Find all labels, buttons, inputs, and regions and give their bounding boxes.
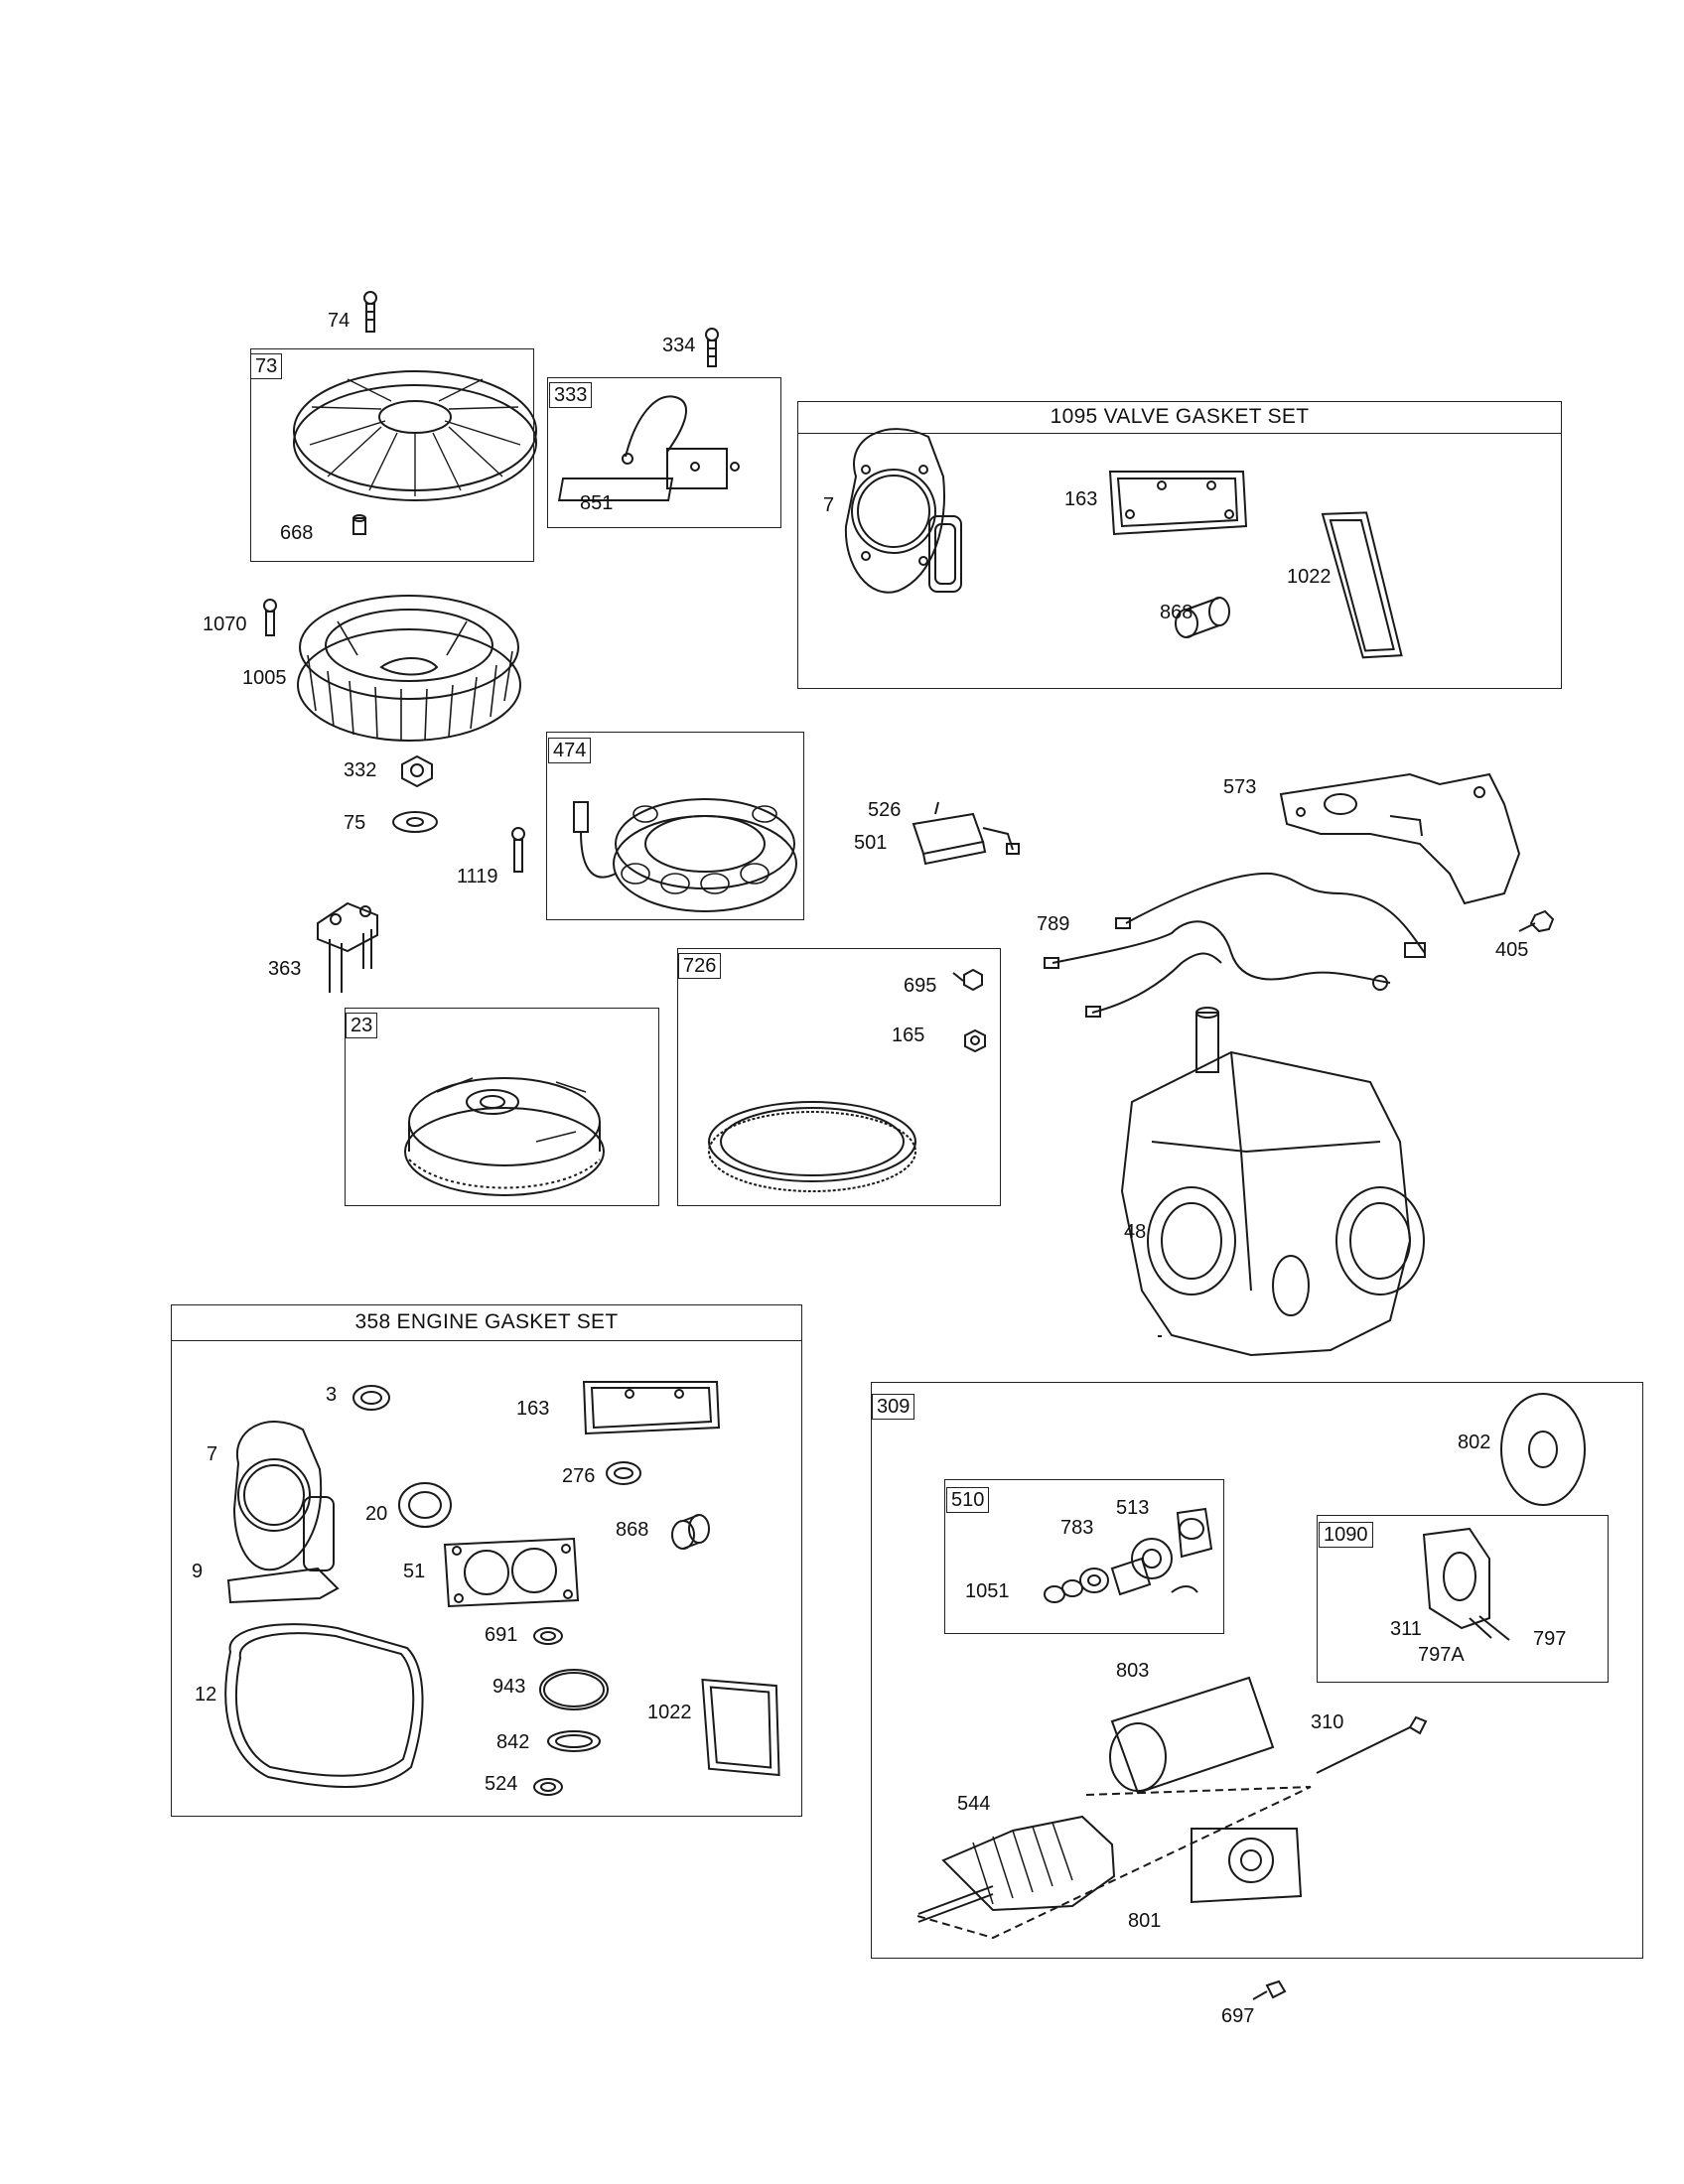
valve-cover-gasket-1022-icon [1321,511,1403,659]
box-726-frame [677,948,1001,1206]
wire-harness-789-icon [1044,872,1426,1018]
label-gasket-12: 12 [195,1684,217,1706]
label-gasket-163: 163 [516,1398,550,1420]
box-number-23: 23 [346,1013,378,1038]
label-405: 405 [1495,939,1529,961]
label-gasket-842: 842 [496,1731,530,1753]
label-gasket-1022: 1022 [647,1702,692,1723]
box-510-frame [944,1479,1224,1634]
gasket-set-parts-icon [224,1381,780,1796]
box-309-frame [871,1382,1643,1959]
rotating-screen-icon [293,370,537,535]
label-573: 573 [1223,776,1257,798]
label-starter-803: 803 [1116,1660,1150,1682]
stator-474-icon [573,798,797,912]
label-1070: 1070 [203,614,247,635]
label-starter-310: 310 [1311,1711,1344,1733]
flywheel-23-icon [404,1077,605,1196]
washer-75-icon [392,811,438,833]
label-165: 165 [892,1024,925,1046]
starter-parts-icon [916,1393,1586,2000]
box-number-309: 309 [872,1394,915,1420]
box-number-1090: 1090 [1319,1522,1373,1548]
box-number-333: 333 [549,382,593,408]
label-starter-801: 801 [1128,1910,1162,1932]
label-starter-802: 802 [1458,1432,1491,1453]
ring-gear-726-icon [708,968,986,1192]
valve-seal-868-icon [1175,597,1230,638]
label-valve-163: 163 [1064,488,1098,510]
label-789: 789 [1037,913,1070,935]
label-gasket-3: 3 [326,1384,338,1406]
label-gasket-943: 943 [492,1676,526,1698]
bracket-363-icon [317,901,378,993]
label-starter-783: 783 [1060,1517,1094,1539]
label-695: 695 [904,975,937,997]
label-gasket-51: 51 [403,1561,426,1582]
valve-gasket-set-title: 1095 VALVE GASKET SET [1050,405,1310,428]
label-gasket-868: 868 [616,1519,649,1541]
label-gasket-9: 9 [192,1561,204,1582]
label-1005: 1005 [242,667,287,689]
box-number-510: 510 [946,1487,990,1513]
label-501: 501 [854,832,888,854]
bolt-1119-icon [511,827,525,873]
label-74: 74 [328,310,351,332]
bolt-74-icon [363,291,377,333]
label-starter-544: 544 [957,1793,991,1815]
label-starter-513: 513 [1116,1497,1150,1519]
label-334: 334 [662,335,696,356]
label-363: 363 [268,958,302,980]
label-48: 48 [1124,1221,1147,1243]
label-332: 332 [344,759,377,781]
label-697: 697 [1221,2005,1255,2027]
label-851: 851 [580,492,614,514]
box-number-726: 726 [678,953,722,979]
engine-gasket-set-title: 358 ENGINE GASKET SET [354,1310,619,1333]
bolt-334-icon [705,328,719,367]
engine-gasket-set-title-bar [171,1304,802,1341]
box-333-frame [547,377,781,528]
ignition-coil-icon [557,395,740,501]
valve-gasket-set-title-bar [797,401,1562,434]
bolt-405-icon [1518,909,1555,933]
label-starter-311: 311 [1390,1618,1422,1640]
box-474-frame [546,732,804,920]
label-gasket-276: 276 [562,1465,596,1487]
label-starter-797: 797 [1533,1628,1567,1650]
bolt-1070-icon [263,599,277,636]
label-75: 75 [344,812,366,834]
fan-1005-icon [297,595,521,742]
valve-gasket-set-frame [797,401,1562,689]
engine-gasket-set-frame [171,1304,802,1817]
box-1090-frame [1317,1515,1609,1683]
box-73-frame [250,348,534,562]
box-number-474: 474 [548,738,592,763]
crankcase-48-icon [1120,1007,1425,1357]
label-668: 668 [280,522,314,544]
regulator-501-icon [912,801,1020,866]
label-gasket-524: 524 [485,1773,518,1795]
label-starter-1051: 1051 [965,1580,1010,1602]
label-gasket-20: 20 [365,1503,388,1525]
box-23-frame [345,1008,659,1206]
label-valve-868: 868 [1160,602,1193,623]
label-gasket-7: 7 [207,1443,218,1465]
label-526: 526 [868,799,902,821]
bracket-573-icon [1279,772,1521,905]
label-starter-797a: 797A [1418,1644,1465,1666]
cover-gasket-163-icon [1108,471,1248,536]
nut-332-icon [401,754,433,788]
label-gasket-691: 691 [485,1624,518,1646]
label-1119: 1119 [457,866,498,887]
label-valve-1022: 1022 [1287,566,1332,588]
label-valve-7: 7 [823,494,835,516]
box-number-73: 73 [250,353,283,379]
